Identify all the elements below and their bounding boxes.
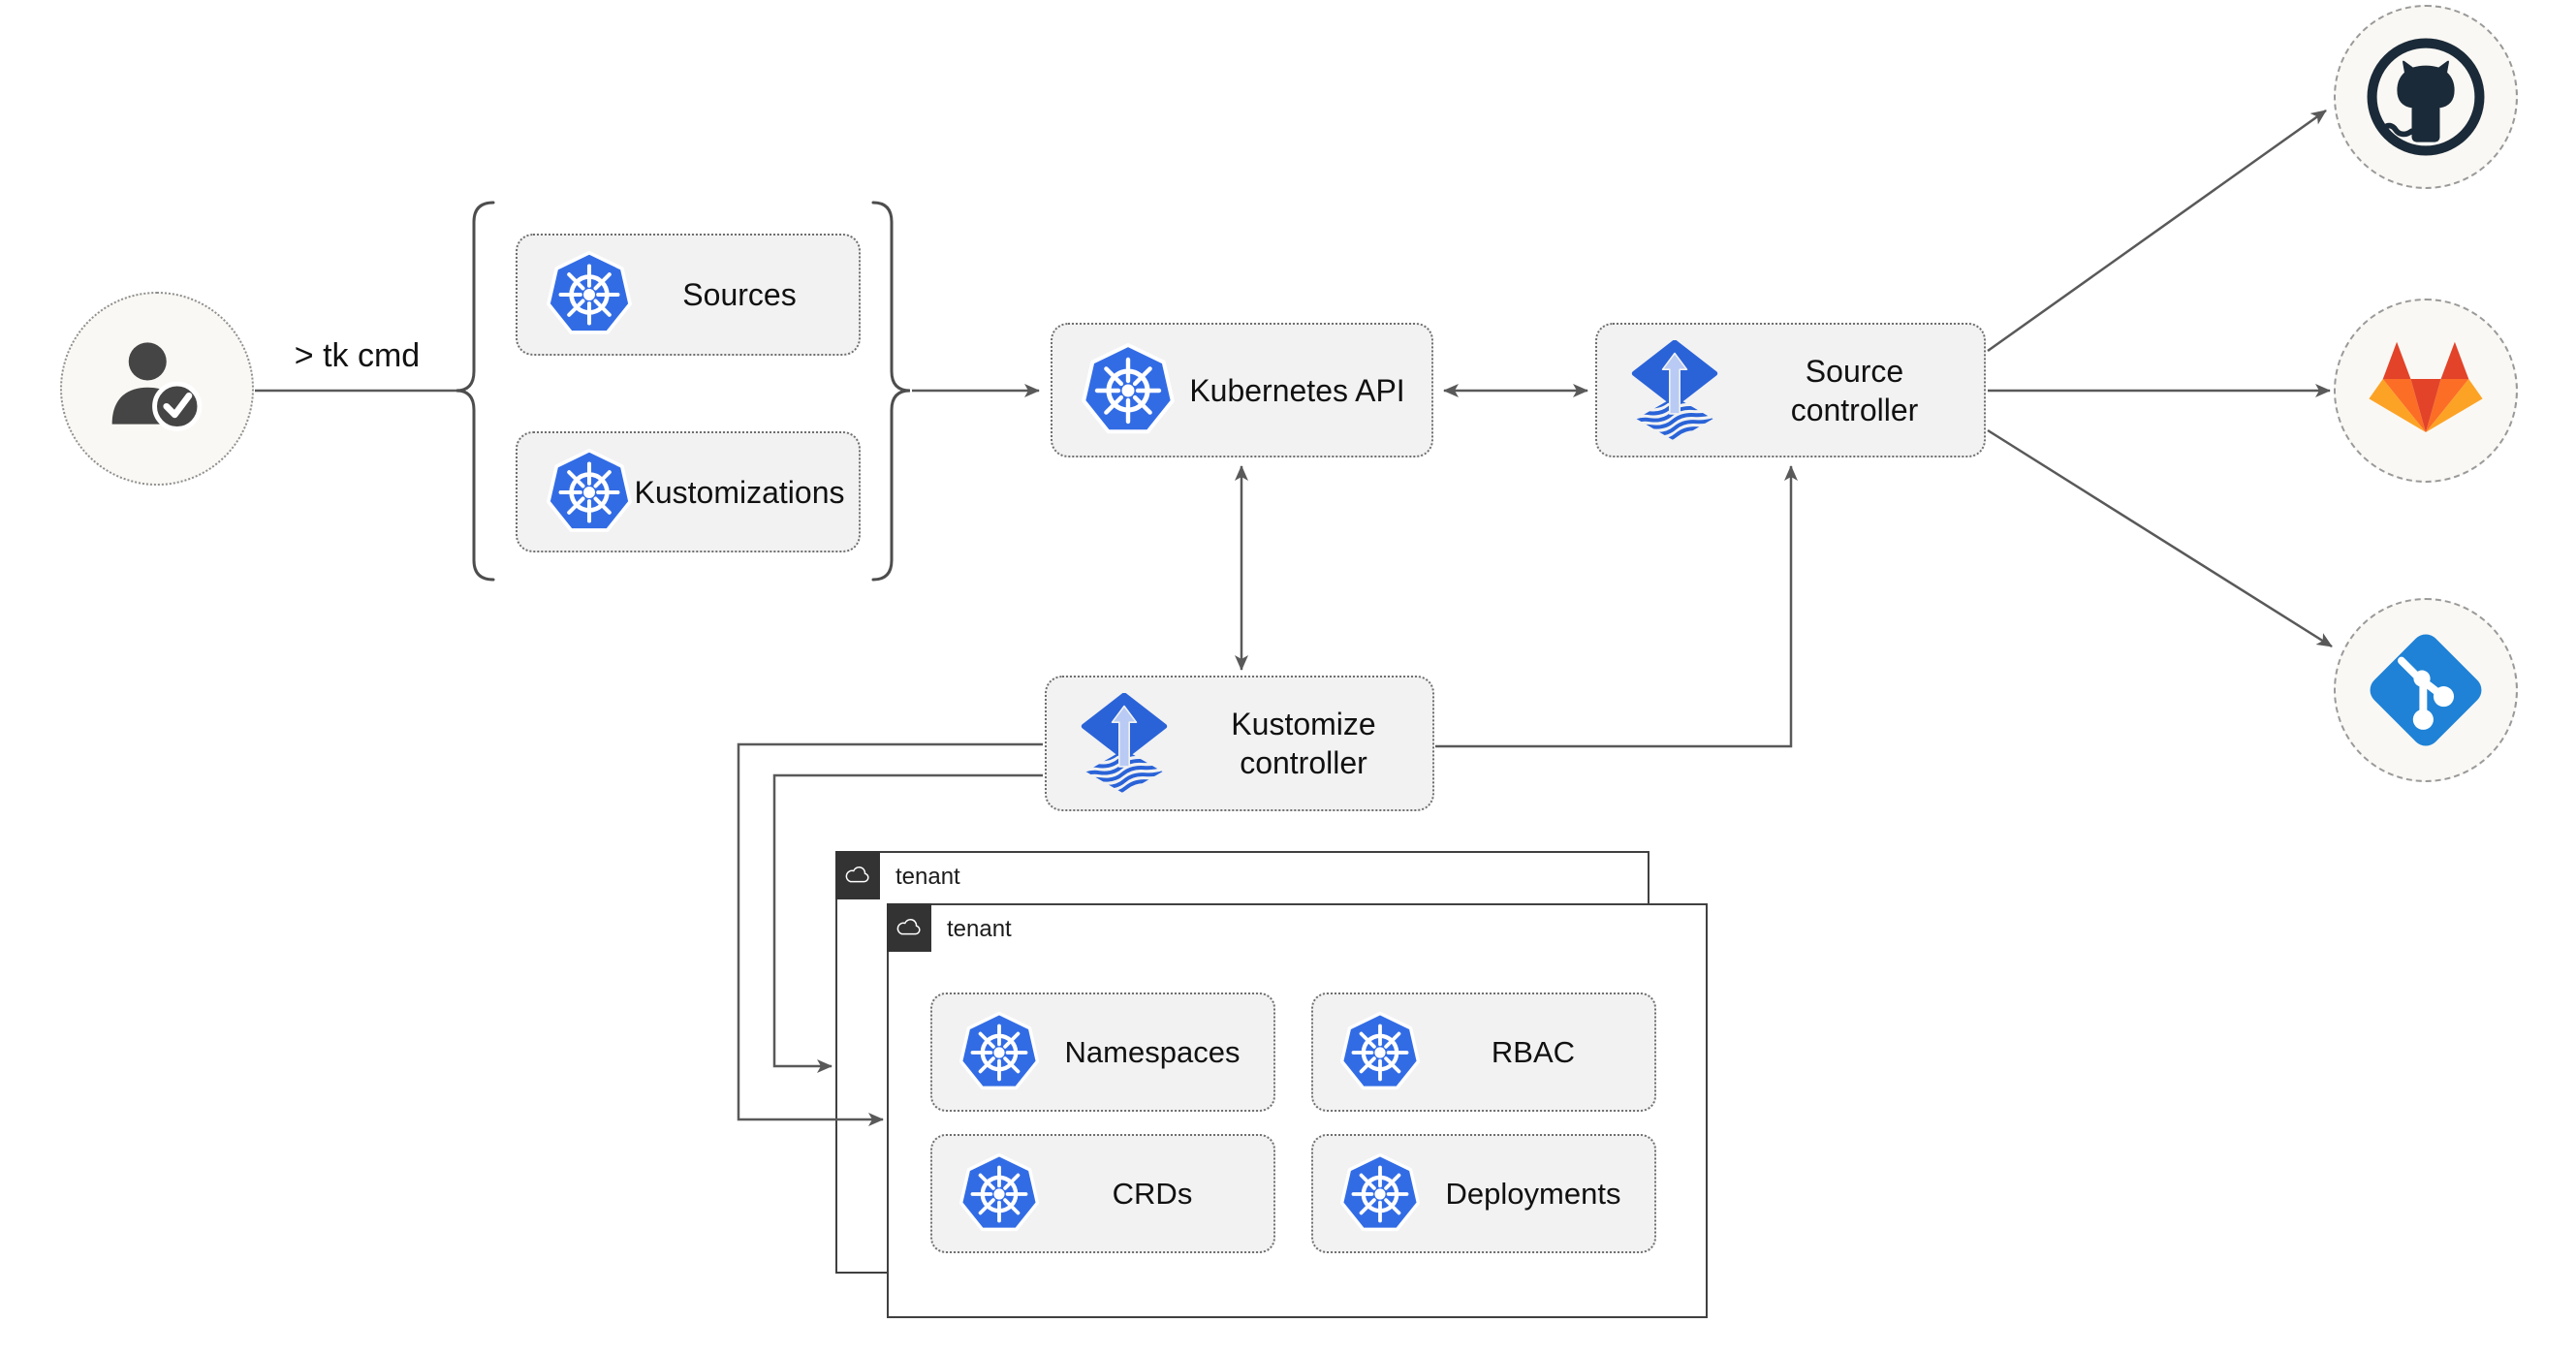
source-controller-label: Source controller [1790,353,1919,427]
cloud-icon [895,918,924,938]
kustomize-to-source-elbow-arrow [1435,465,1798,748]
kustomizations-box: Kustomizations [516,431,861,552]
kubernetes-icon [1080,342,1177,439]
kubernetes-icon [1338,1152,1422,1236]
kubernetes-icon [545,448,634,537]
namespaces-label: Namespaces [1064,1034,1241,1069]
kubernetes-api-box: Kubernetes API [1051,323,1433,457]
git-icon [2362,626,2490,754]
rbac-label: RBAC [1491,1034,1576,1069]
flux-icon [1074,693,1175,794]
crds-label: CRDs [1112,1176,1193,1211]
bracket-right-brace [871,201,911,582]
kubernetes-icon [958,1011,1041,1094]
kubernetes-icon [1338,1011,1422,1094]
source-to-github-arrow [1987,109,2327,353]
kustomize-controller-label: Kustomize controller [1231,707,1376,780]
kubernetes-icon [545,250,634,339]
namespaces-box: Namespaces [930,993,1275,1112]
bracket-left-brace [456,201,495,582]
kustomizations-label: Kustomizations [634,474,845,510]
gitlab-icon [2368,337,2484,444]
sources-label: Sources [682,277,797,312]
user-check-icon [98,330,216,448]
deployments-label: Deployments [1445,1176,1621,1211]
tenant-header-front [887,903,931,952]
kubernetes-icon [958,1152,1041,1236]
tenant-header-back [835,851,880,899]
deployments-box: Deployments [1311,1134,1656,1253]
tk-command-label: > tk cmd [294,337,421,374]
rbac-box: RBAC [1311,993,1656,1112]
git-provider-circle [2334,598,2518,782]
source-to-git-arrow [1987,428,2333,648]
github-icon [2365,36,2487,158]
sources-box: Sources [516,234,861,356]
crds-box: CRDs [930,1134,1275,1253]
source-controller-box: Source controller [1595,323,1986,457]
kubernetes-api-label: Kubernetes API [1189,372,1405,408]
cloud-icon [843,866,872,886]
tenant-label-front: tenant [947,916,1012,942]
kustomize-controller-box: Kustomize controller [1045,676,1434,811]
github-provider-circle [2334,5,2518,189]
flux-icon [1624,340,1725,441]
gitlab-provider-circle [2334,299,2518,483]
user-circle [60,292,254,486]
tenant-label-back: tenant [895,864,960,890]
